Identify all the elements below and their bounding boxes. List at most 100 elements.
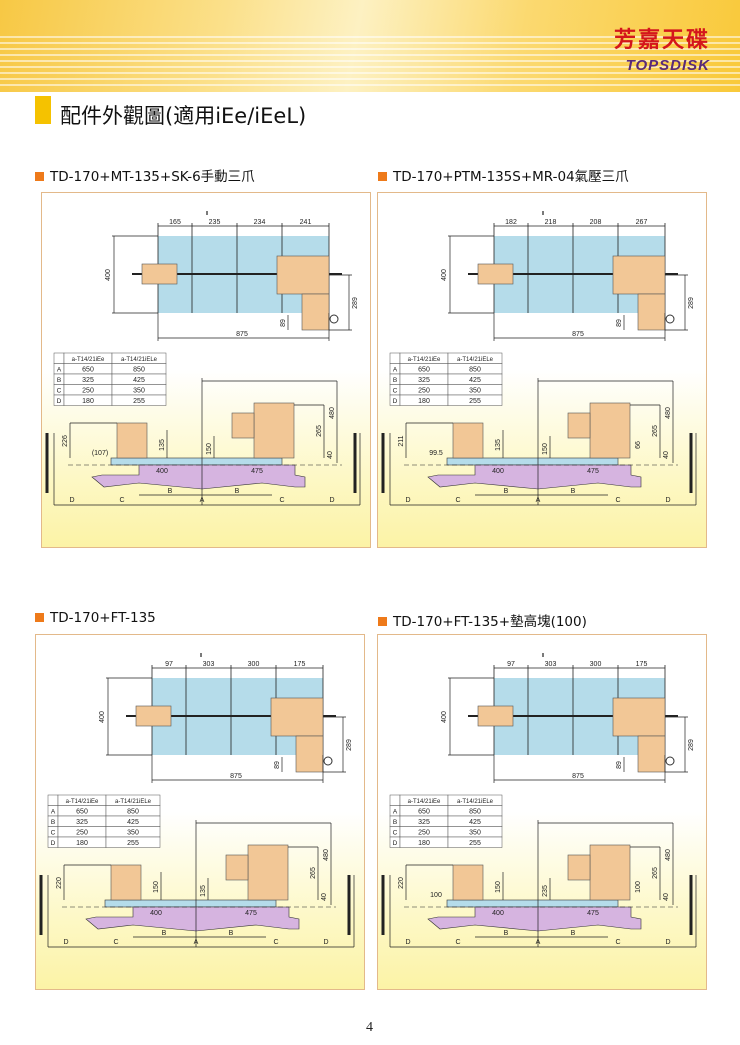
tailstock-side: [110, 864, 142, 901]
side-dimension-label: 289: [688, 739, 695, 751]
bottom-dimension-label: D: [405, 497, 410, 504]
section-title-4: TD-170+FT-135+墊高塊(100): [378, 610, 587, 630]
center-height-label: 150: [206, 443, 213, 455]
travel-left-label: 400: [492, 468, 504, 475]
section-title-text: TD-170+MT-135+SK-6手動三爪: [50, 169, 255, 185]
title-accent-bar: [35, 96, 51, 124]
section-title-2: TD-170+PTM-135S+MR-04氣壓三爪: [378, 165, 629, 185]
table-value: B: [393, 819, 397, 826]
base-height-label: 40: [327, 451, 334, 459]
table-value: A: [51, 809, 56, 816]
right-height-label: 265: [652, 425, 659, 437]
table-value: 850: [133, 367, 145, 374]
right-height-label: 265: [652, 867, 659, 879]
bottom-dimension-label: A: [536, 939, 541, 946]
table-value: 350: [469, 830, 481, 837]
total-height-label: 480: [323, 849, 330, 861]
rotary-table-side: [247, 844, 289, 901]
bottom-dimension-label: C: [455, 497, 460, 504]
width-dimension-label: 875: [236, 331, 248, 338]
motor-housing-top: [295, 735, 324, 773]
bottom-dimension-label: D: [665, 497, 670, 504]
segment-dimension-label: 218: [545, 219, 557, 226]
table-value: 255: [469, 398, 481, 405]
travel-left-label: 400: [150, 910, 162, 917]
segment-dimension-label: 175: [294, 661, 306, 668]
bullet-square-icon: [35, 172, 44, 181]
bottom-dimension-label: A: [194, 939, 199, 946]
bottom-dimension-label: C: [273, 939, 278, 946]
center-height-label: 150: [542, 443, 549, 455]
table-value: A: [393, 809, 398, 816]
total-height-label: 480: [665, 407, 672, 419]
tailstock-top: [477, 705, 514, 727]
left-height-label: 211: [398, 435, 405, 446]
table-value: 180: [76, 840, 88, 847]
table-value: A: [57, 367, 62, 374]
bullet-square-icon: [378, 172, 387, 181]
segment-dimension-label: 235: [209, 219, 221, 226]
depth-dimension-label: 400: [105, 269, 112, 281]
bottom-dimension-label: B: [229, 930, 234, 937]
table-value: 180: [418, 840, 430, 847]
base-height-label: 40: [321, 893, 328, 901]
tailstock-top: [141, 263, 178, 285]
segment-dimension-label: 300: [248, 661, 260, 668]
table-value: 180: [82, 398, 94, 405]
chuck-side: [567, 412, 591, 439]
table-value: 255: [127, 840, 139, 847]
center-height-left-label: 135: [495, 439, 502, 451]
bottom-dimension-label: C: [455, 939, 460, 946]
section-title-text: TD-170+PTM-135S+MR-04氣壓三爪: [393, 169, 629, 185]
table-value: 425: [133, 377, 145, 384]
bottom-dimension-label: C: [119, 497, 124, 504]
travel-right-label: 475: [587, 468, 599, 475]
table-cell: [105, 836, 161, 848]
tailstock-side: [452, 422, 484, 459]
bottom-dimension-label: B: [571, 488, 576, 495]
segment-dimension-label: 303: [203, 661, 215, 668]
table-value: C: [393, 830, 398, 837]
table-value: B: [393, 377, 397, 384]
table-side-view: [446, 899, 619, 908]
table-cell: [53, 352, 65, 364]
left-offset-label: 100: [430, 892, 442, 899]
table-value: 350: [127, 830, 139, 837]
table-value: 325: [82, 377, 94, 384]
handle-icon: [329, 314, 339, 324]
table-value: 250: [82, 388, 94, 395]
tailstock-top: [135, 705, 172, 727]
total-height-label: 480: [329, 407, 336, 419]
bottom-dimension-label: B: [571, 930, 576, 937]
table-value: 325: [418, 377, 430, 384]
table-cell: [389, 352, 401, 364]
table-cell: [389, 794, 401, 806]
depth-dimension-label: 400: [441, 711, 448, 723]
tailstock-top: [477, 263, 514, 285]
brand-logo-english: TOPSDISK: [625, 57, 710, 74]
table-value: 425: [469, 377, 481, 384]
table-value: B: [51, 819, 55, 826]
table-value: A: [393, 367, 398, 374]
table-header: a-T14/21iELe: [121, 357, 158, 363]
table-header: a-T14/21iELe: [457, 357, 494, 363]
depth-dimension-label: 400: [99, 711, 106, 723]
table-header: a-T14/21iEe: [66, 799, 99, 805]
segment-dimension-label: 97: [507, 661, 515, 668]
tailstock-side: [452, 864, 484, 901]
rotary-table-top: [270, 697, 324, 737]
table-value: C: [57, 388, 62, 395]
table-value: C: [393, 388, 398, 395]
table-value: D: [393, 840, 398, 847]
depth-dimension-label: 400: [441, 269, 448, 281]
left-offset-label: (107): [92, 450, 108, 457]
header-banner: 芳嘉天碟 TOPSDISK: [0, 0, 740, 92]
center-height-left-label: 150: [153, 881, 160, 893]
